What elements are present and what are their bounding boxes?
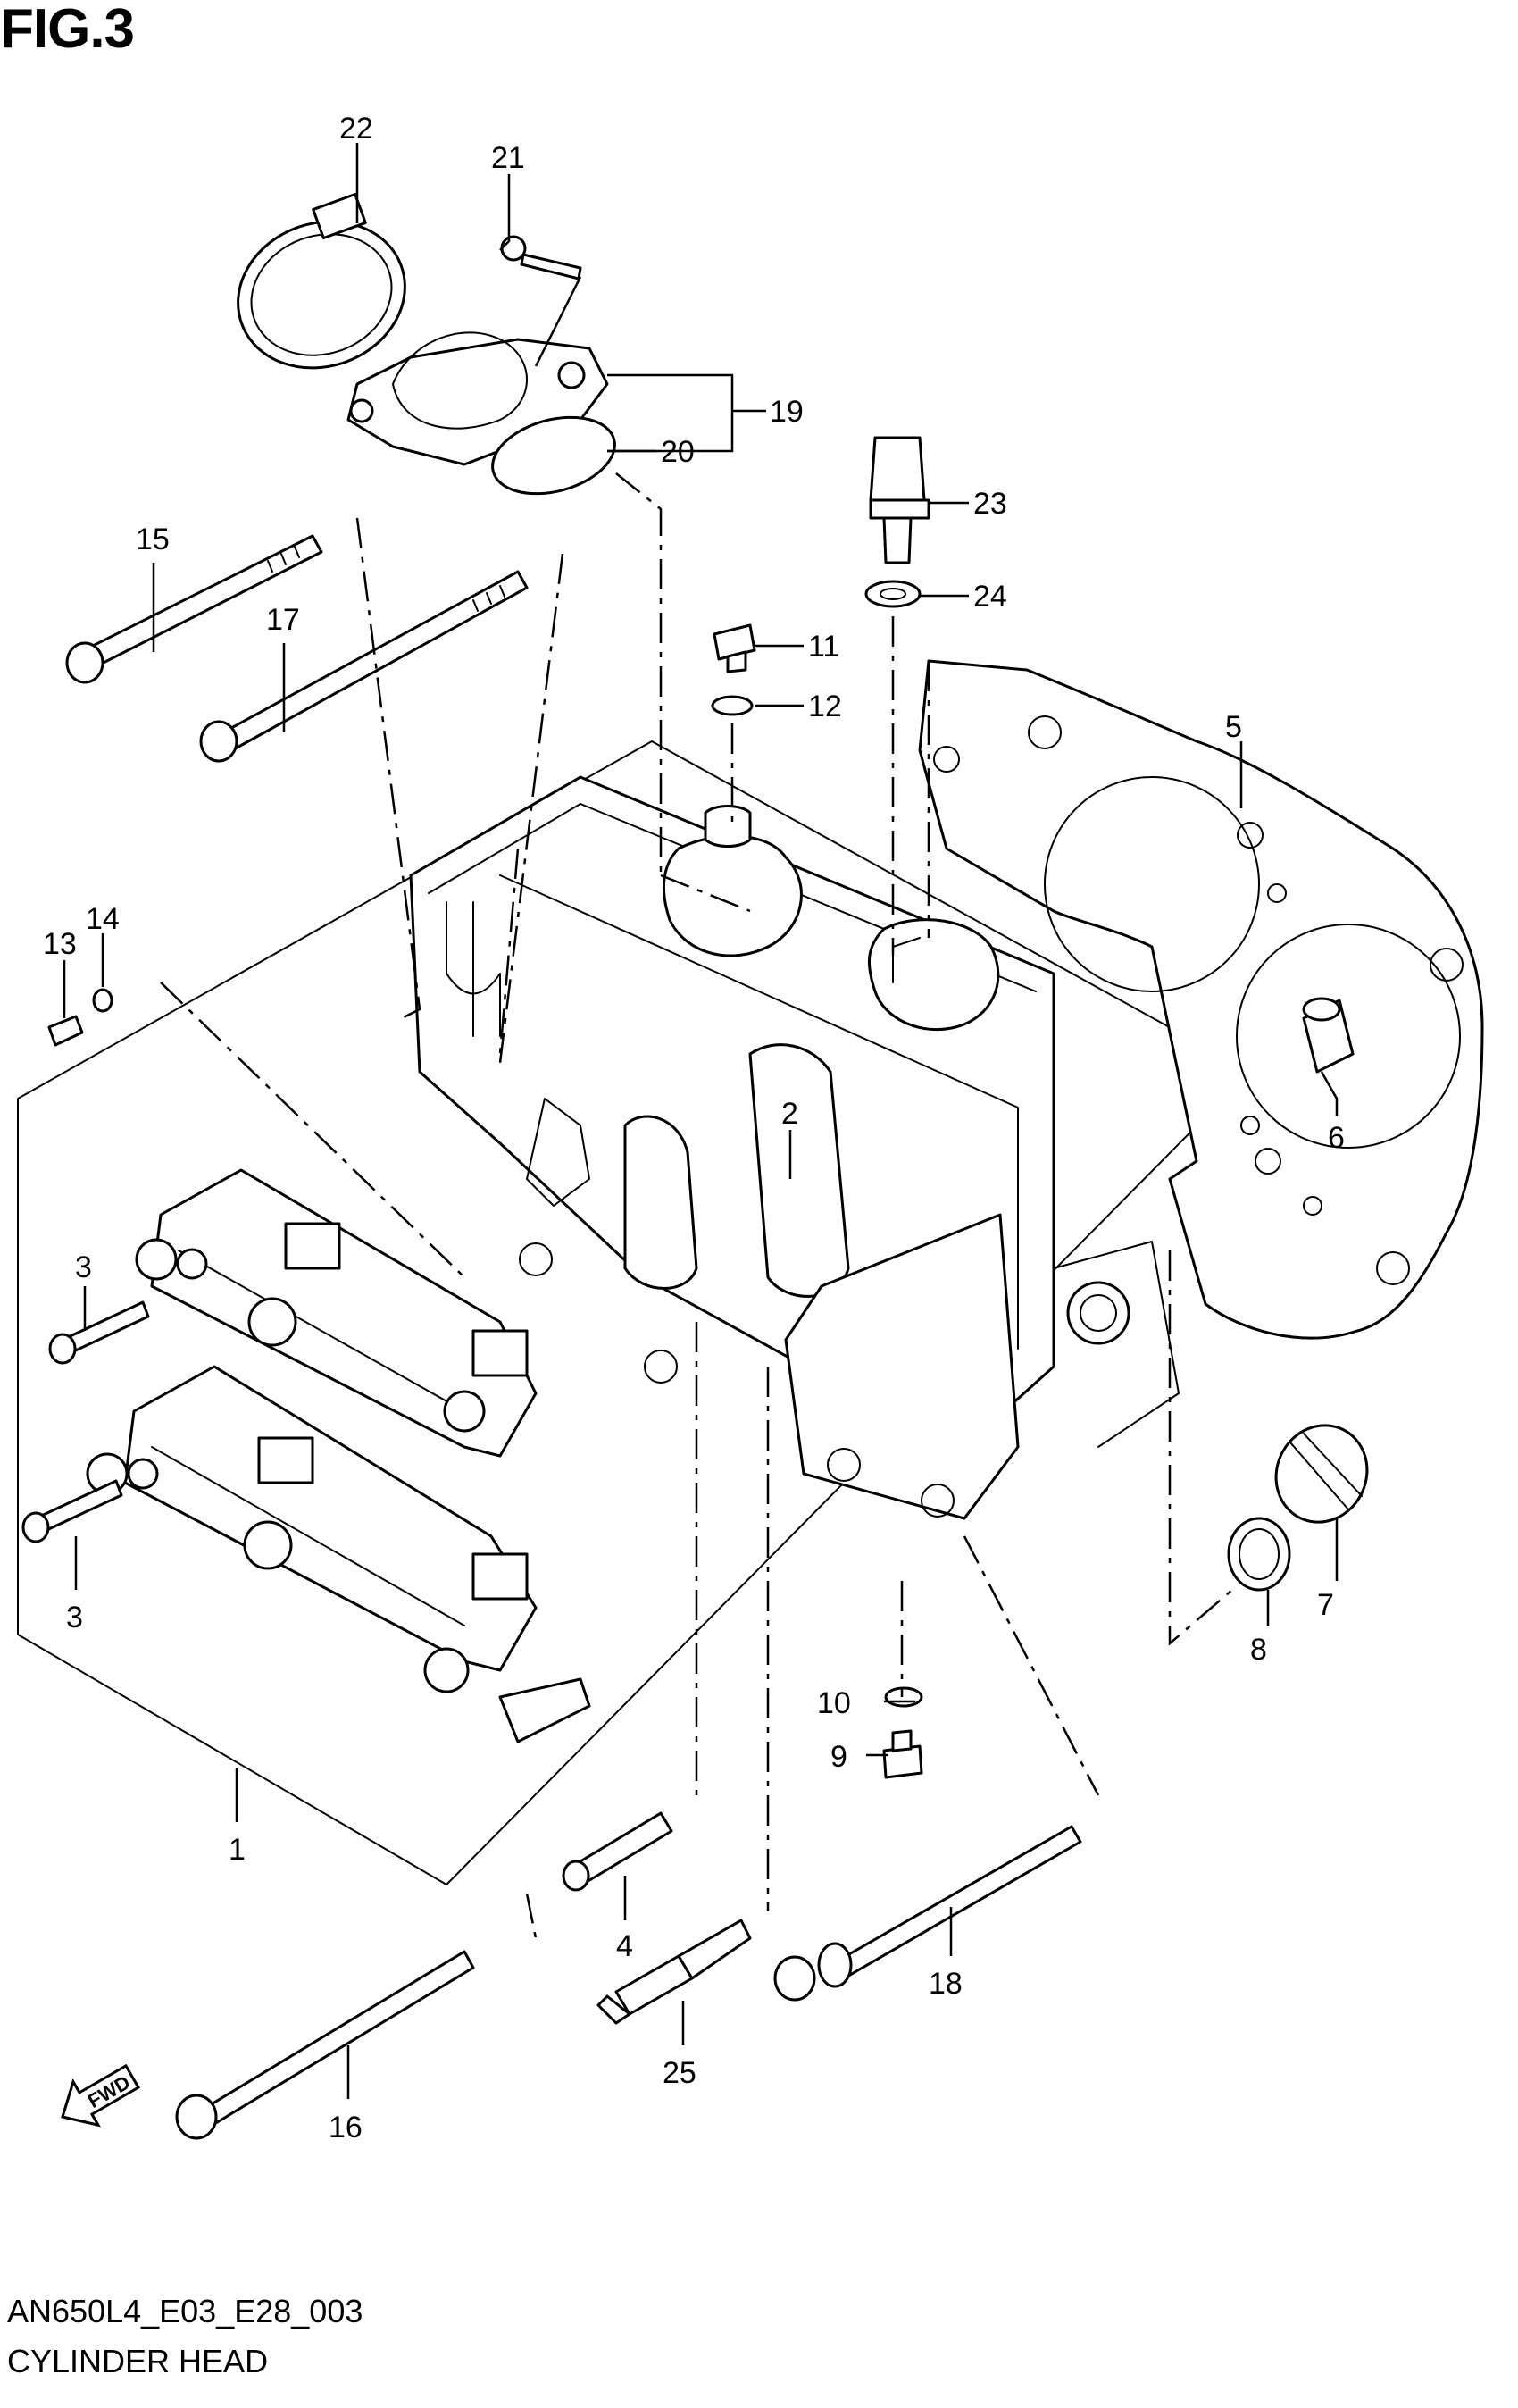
callout-13: 13 <box>43 927 77 961</box>
bolt-15 <box>65 534 323 684</box>
oil-filler-cap <box>1274 1424 1369 1524</box>
leader-lines <box>63 143 1339 2099</box>
assembly-lines <box>160 472 1233 1939</box>
callout-12: 12 <box>808 690 842 723</box>
gasket-24 <box>864 580 922 608</box>
bolt-18 <box>773 1825 1082 2002</box>
callout-8: 8 <box>1250 1633 1267 1667</box>
callout-19: 19 <box>770 395 804 429</box>
callout-16: 16 <box>329 2111 363 2145</box>
diagram-name: CYLINDER HEAD <box>7 2343 269 2379</box>
callout-10: 10 <box>817 1686 851 1720</box>
callout-20: 20 <box>661 435 695 469</box>
callout-24: 24 <box>973 580 1007 614</box>
o-ring-8 <box>1227 1517 1291 1592</box>
callout-6: 6 <box>1328 1121 1345 1155</box>
fig-title: FIG.3 <box>0 0 135 60</box>
callout-17: 17 <box>266 603 300 637</box>
callout-25: 25 <box>663 2056 696 2090</box>
bolt-13 <box>47 1015 84 1047</box>
callout-4: 4 <box>616 1929 633 1963</box>
callout-23: 23 <box>973 487 1007 521</box>
callout-18: 18 <box>929 1967 963 2001</box>
bolt-21 <box>500 235 582 280</box>
bolt-3-lower <box>21 1479 123 1543</box>
callout-5: 5 <box>1225 710 1242 744</box>
temperature-sensor <box>869 436 930 564</box>
washer-10 <box>884 1686 923 1708</box>
bolt-16 <box>175 1950 475 2140</box>
callout-2: 2 <box>781 1097 798 1131</box>
callout-7: 7 <box>1317 1588 1334 1622</box>
dowel-pin <box>1302 997 1355 1074</box>
hose-clamp <box>237 192 406 370</box>
head-gasket <box>918 659 1484 1340</box>
bolt-11 <box>713 623 756 673</box>
bolt-17 <box>199 570 529 763</box>
camshaft-holder-upper <box>135 1168 538 1458</box>
callout-3-upper: 3 <box>75 1250 92 1284</box>
stud-4 <box>562 1811 673 1892</box>
spark-plug <box>596 1919 752 2025</box>
bolt-9 <box>882 1729 923 1779</box>
washer-12 <box>711 695 754 716</box>
callout-9: 9 <box>830 1740 847 1774</box>
callout-21: 21 <box>491 141 525 175</box>
o-ring-20 <box>491 415 616 496</box>
o-ring-14 <box>92 988 113 1013</box>
callout-1: 1 <box>229 1833 246 1867</box>
callout-11: 11 <box>808 630 839 664</box>
camshaft-holder-lower <box>86 1365 591 1743</box>
callout-labels: 22 21 19 20 23 24 15 17 11 12 5 13 14 2 … <box>43 112 1345 2145</box>
callout-22: 22 <box>339 112 373 146</box>
bolt-3-upper <box>48 1300 150 1365</box>
callout-14: 14 <box>86 902 120 936</box>
callout-3-lower: 3 <box>66 1601 83 1635</box>
fwd-arrow-icon: FWD <box>61 2063 140 2128</box>
diagram-code: AN650L4_E03_E28_003 <box>7 2293 363 2329</box>
callout-15: 15 <box>136 523 170 556</box>
